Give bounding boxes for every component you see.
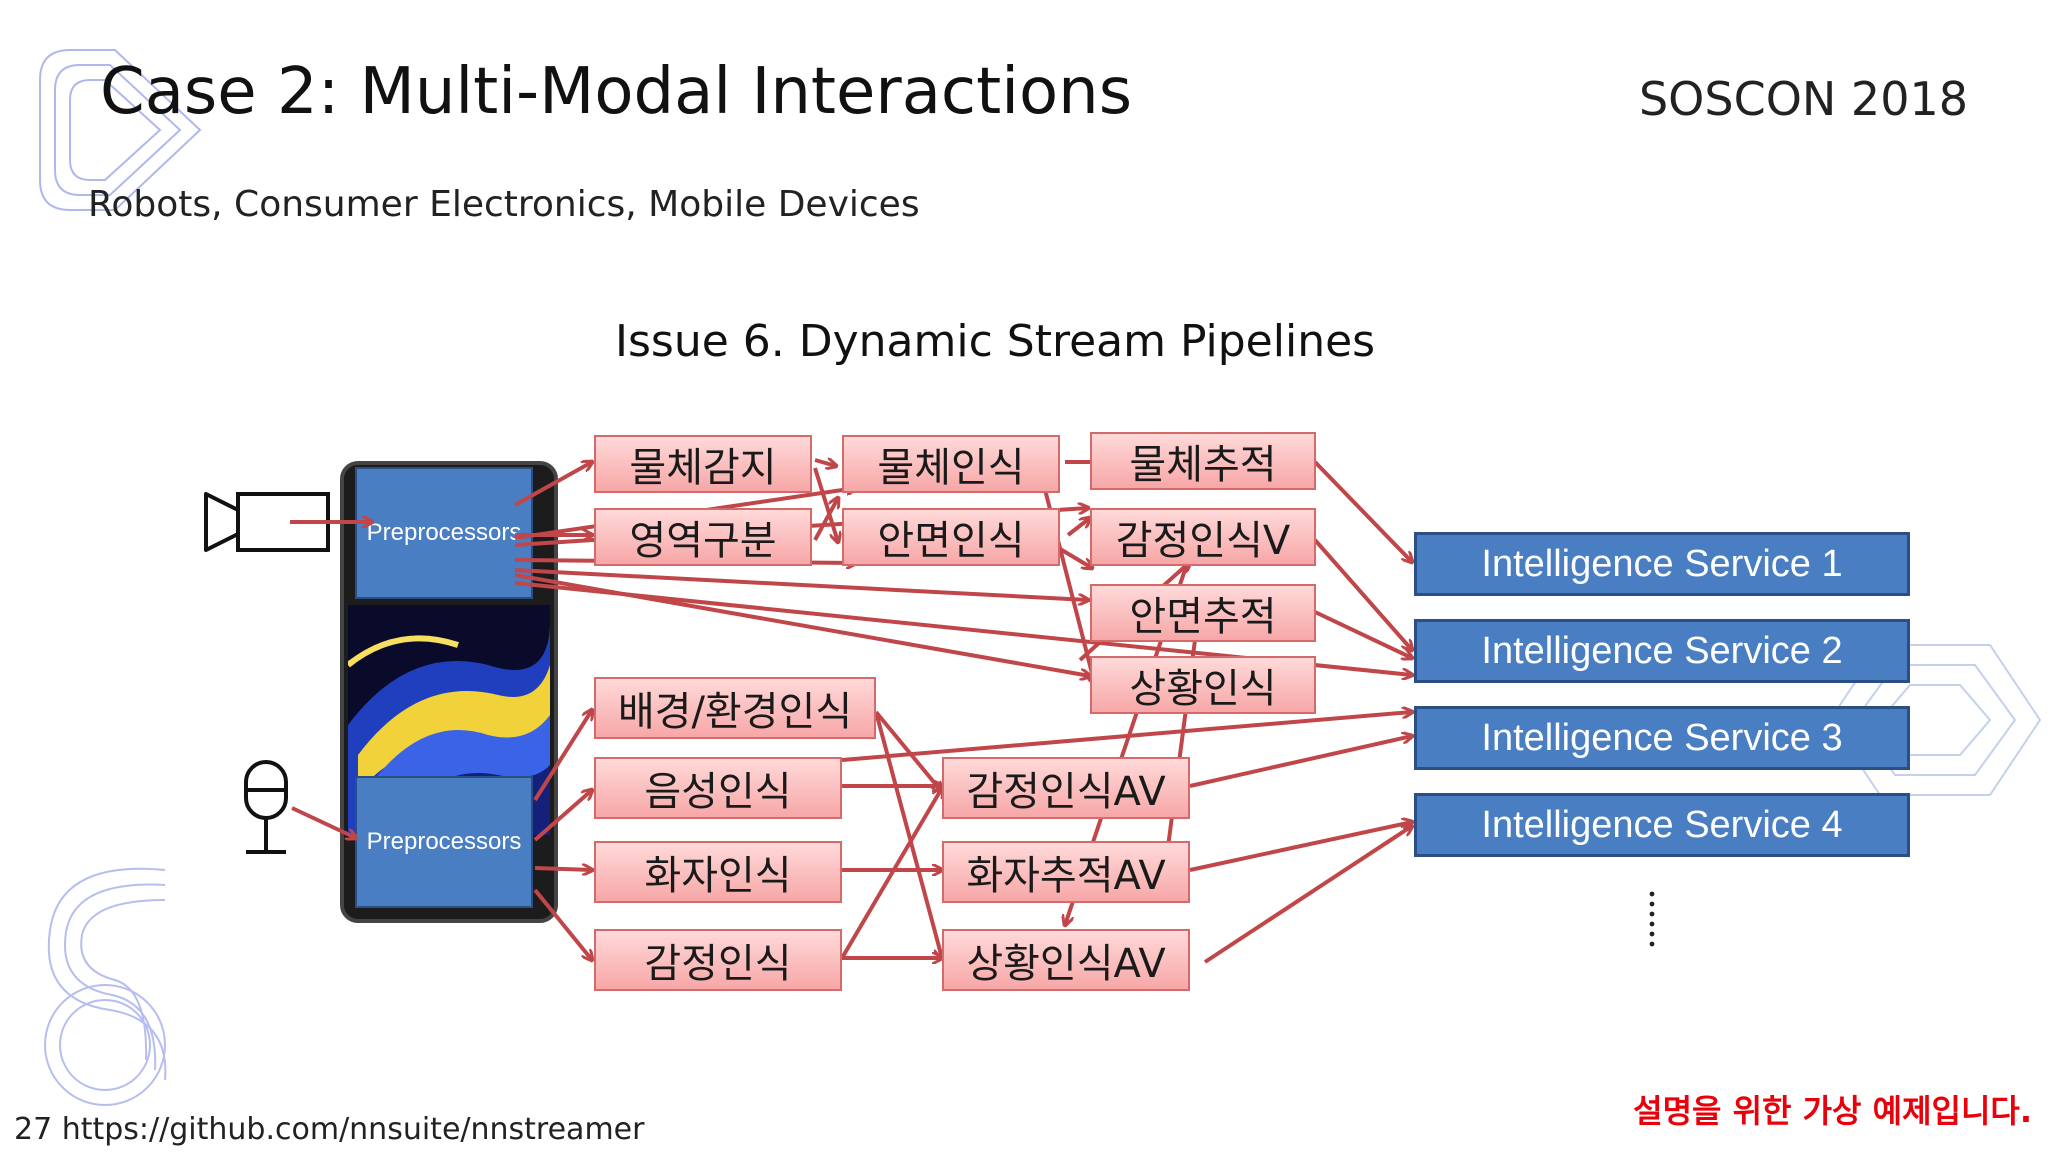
microphone-icon: [244, 760, 288, 854]
stage-face-recognition: 안면인식: [842, 508, 1060, 566]
audio-preprocessors: Preprocessors: [355, 776, 533, 908]
event-name: SOSCON 2018: [1638, 72, 1968, 126]
footer-page-url: 27 https://github.com/nnsuite/nnstreamer: [14, 1112, 645, 1147]
stage-context-recognition-av: 상황인식AV: [942, 929, 1190, 991]
stage-speech-recognition: 음성인식: [594, 757, 842, 819]
stage-region-segmentation: 영역구분: [594, 508, 812, 566]
more-services-ellipsis: [1649, 891, 1655, 947]
stage-speaker-tracking-av: 화자추적AV: [942, 841, 1190, 903]
stage-emotion-recognition: 감정인식: [594, 929, 842, 991]
stage-emotion-recognition-v: 감정인식V: [1090, 508, 1316, 566]
disclaimer-notice: 설명을 위한 가상 예제입니다.: [1633, 1092, 2032, 1130]
intelligence-service-1: Intelligence Service 1: [1414, 532, 1910, 596]
slide-title: Case 2: Multi-Modal Interactions: [100, 55, 1133, 129]
slide-subtitle: Robots, Consumer Electronics, Mobile Dev…: [88, 184, 920, 225]
video-preprocessors: Preprocessors: [355, 467, 533, 599]
stage-emotion-recognition-av: 감정인식AV: [942, 757, 1190, 819]
stage-face-tracking: 안면추적: [1090, 584, 1316, 642]
stage-object-recognition: 물체인식: [842, 435, 1060, 493]
stage-background-recognition: 배경/환경인식: [594, 677, 876, 739]
stage-speaker-recognition: 화자인식: [594, 841, 842, 903]
intelligence-service-3: Intelligence Service 3: [1414, 706, 1910, 770]
issue-title: Issue 6. Dynamic Stream Pipelines: [615, 316, 1376, 367]
intelligence-service-2: Intelligence Service 2: [1414, 619, 1910, 683]
stage-context-recognition: 상황인식: [1090, 656, 1316, 714]
stage-object-detection: 물체감지: [594, 435, 812, 493]
intelligence-service-4: Intelligence Service 4: [1414, 793, 1910, 857]
stage-object-tracking: 물체추적: [1090, 432, 1316, 490]
